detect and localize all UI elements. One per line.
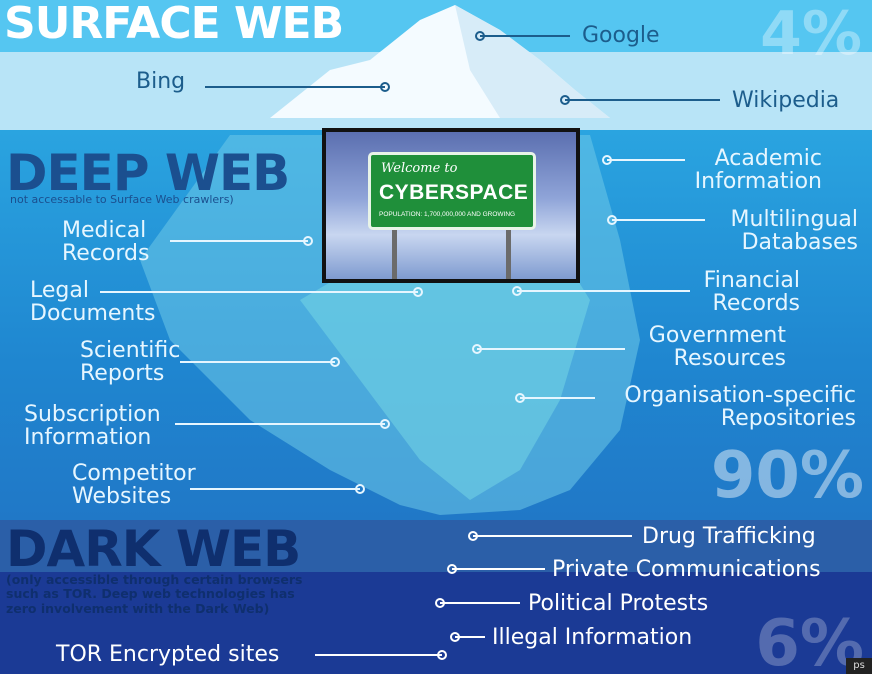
sign-post-right — [506, 230, 511, 279]
label-bing: Bing — [136, 69, 186, 94]
road-sign: Welcome to CYBERSPACE POPULATION: 1,700,… — [368, 152, 536, 230]
corner-badge: ps — [846, 658, 872, 674]
dark-band-lower — [0, 572, 872, 674]
label-tor-encrypted-sites: TOR Encrypted sites — [56, 642, 280, 667]
label-illegal-information: Illegal Information — [492, 625, 693, 650]
label-private-communications: Private Communications — [552, 557, 821, 582]
label-google: Google — [582, 23, 660, 48]
sign-sky-background: Welcome to CYBERSPACE POPULATION: 1,700,… — [326, 132, 576, 279]
connector-lines — [100, 31, 720, 660]
dark-web-subtitle: (only accessible through certain browser… — [6, 572, 303, 616]
iceberg-tip-shade — [455, 5, 610, 118]
deep-web-subtitle: not accessable to Surface Web crawlers) — [10, 193, 234, 206]
dark-percent: 6% — [755, 607, 864, 674]
dark-web-title: DARK WEB — [6, 520, 301, 578]
sign-welcome-text: Welcome to — [381, 161, 458, 176]
sign-cyberspace-text: CYBERSPACE — [379, 181, 529, 204]
surface-web-title: SURFACE WEB — [4, 0, 344, 49]
surface-percent: 4% — [760, 0, 862, 69]
dark-band-upper — [0, 520, 872, 572]
sign-post-left — [392, 230, 397, 279]
deep-web-title: DEEP WEB — [6, 144, 290, 202]
cyberspace-sign-image: Welcome to CYBERSPACE POPULATION: 1,700,… — [322, 128, 580, 283]
deep-percent: 90% — [710, 439, 864, 513]
label-wikipedia: Wikipedia — [732, 88, 840, 113]
label-drug-trafficking: Drug Trafficking — [642, 524, 816, 549]
sign-population-text: POPULATION: 1,700,000,000 AND GROWING — [379, 211, 516, 218]
label-political-protests: Political Protests — [528, 591, 709, 616]
